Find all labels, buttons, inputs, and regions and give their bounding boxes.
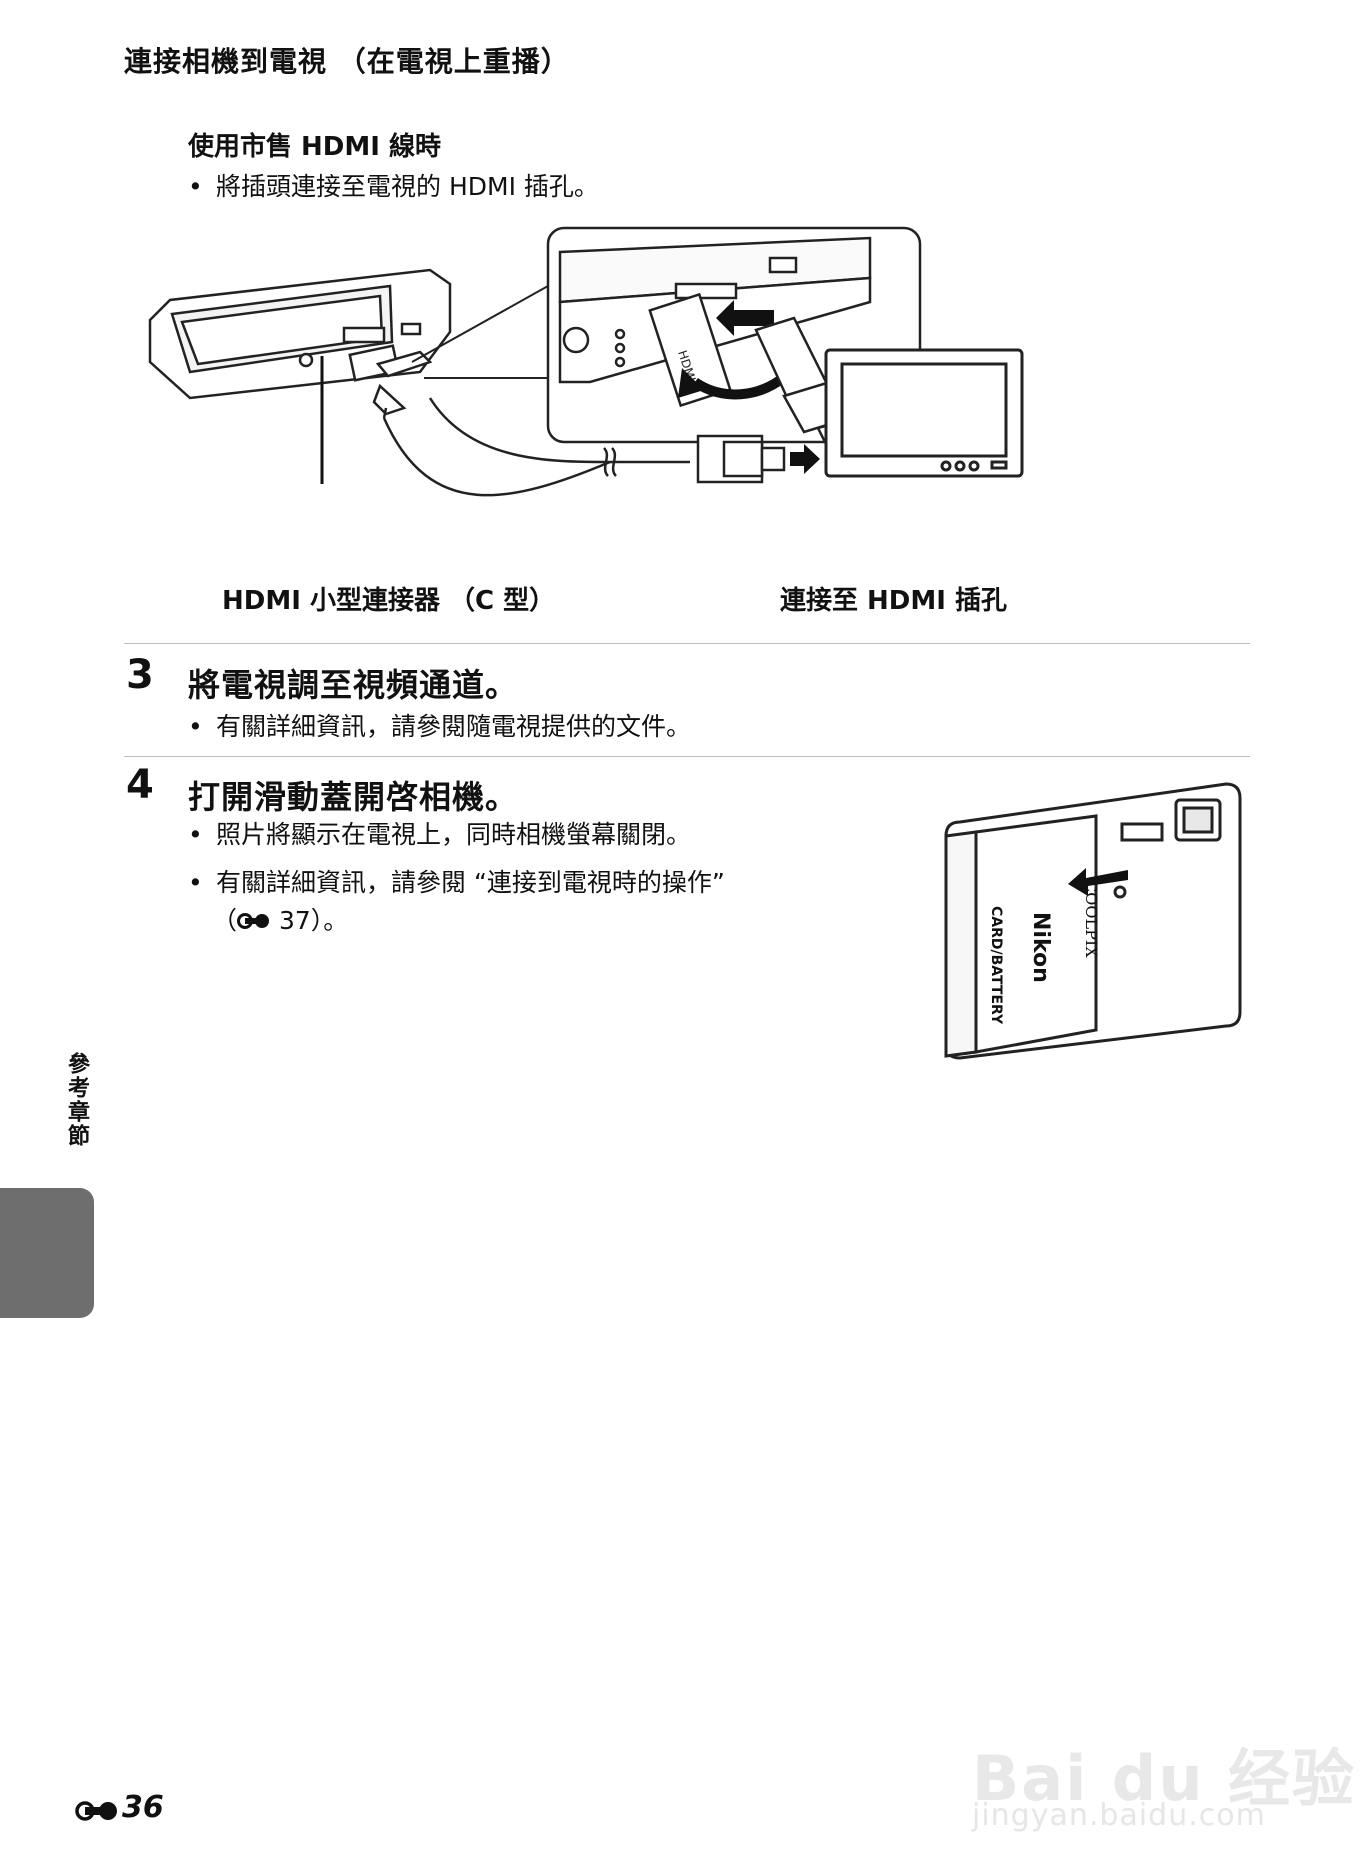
reference-icon	[237, 913, 270, 929]
bullet-dot: •	[188, 712, 203, 741]
svg-text:COOLPIX: COOLPIX	[1082, 880, 1101, 958]
arrow-icon	[1068, 868, 1128, 896]
bullet-item: • 有關詳細資訊，請參閱隨電視提供的文件。	[188, 708, 691, 746]
bullet-dot: •	[188, 868, 203, 897]
step-title: 將電視調至視頻通道。	[188, 666, 519, 704]
step-number: 4	[126, 762, 154, 808]
bullet-dot: •	[188, 820, 203, 849]
hdmi-connection-diagram: HDMI	[148, 226, 1024, 497]
reference-icon	[75, 1801, 117, 1821]
bullet-text: 有關詳細資訊，請參閱 “連接到電視時的操作”	[216, 868, 725, 897]
svg-text:CARD/BATTERY: CARD/BATTERY	[988, 906, 1004, 1025]
reference-line: （ 37）。	[212, 902, 348, 940]
watermark-url: jingyan.baidu.com	[972, 1798, 1266, 1833]
bullet-text: 將插頭連接至電視的 HDMI 插孔。	[216, 172, 599, 201]
callout-lines	[411, 285, 549, 379]
arrow-icon	[790, 444, 820, 474]
label-jack: 連接至 HDMI 插孔	[780, 586, 1007, 616]
svg-text:Nikon: Nikon	[1028, 912, 1053, 983]
hdmi-cable	[372, 383, 750, 497]
camera-connector	[348, 344, 433, 382]
bullet-item: • 照片將顯示在電視上，同時相機螢幕關閉。	[188, 816, 691, 854]
inset-camera-detail: HDMI	[558, 236, 872, 408]
side-tab-label: 參考章節	[64, 1052, 89, 1148]
divider	[124, 756, 1250, 757]
camera-front-illustration: CARD/BATTERY Nikon COOLPIX	[944, 782, 1242, 1060]
step-title: 打開滑動蓋開啓相機。	[188, 778, 519, 816]
camera-illustration	[148, 268, 452, 400]
tv-illustration	[824, 348, 1024, 478]
bullet-dot: •	[188, 172, 203, 201]
paren-open: （	[212, 906, 238, 935]
arrow-icon	[716, 300, 774, 336]
bullet-item: • 有關詳細資訊，請參閱 “連接到電視時的操作”	[188, 864, 725, 902]
watermark-logo: Bai du 经验	[972, 1742, 1357, 1815]
divider	[124, 643, 1250, 644]
hdmi-plug	[696, 434, 786, 484]
section-heading: 使用市售 HDMI 線時	[188, 132, 441, 162]
bullet-text: 有關詳細資訊，請參閱隨電視提供的文件。	[216, 712, 692, 741]
bullet-item: • 將插頭連接至電視的 HDMI 插孔。	[188, 168, 599, 206]
page-title: 連接相機到電視 （在電視上重播）	[124, 45, 570, 78]
side-tab	[0, 1188, 94, 1318]
page-number-text: 36	[122, 1790, 164, 1825]
label-connector: HDMI 小型連接器 （C 型）	[222, 586, 556, 616]
step-number: 3	[126, 652, 154, 698]
page-reference: 37）。	[271, 906, 349, 935]
page-number: 36	[74, 1790, 164, 1825]
bullet-text: 照片將顯示在電視上，同時相機螢幕關閉。	[216, 820, 692, 849]
